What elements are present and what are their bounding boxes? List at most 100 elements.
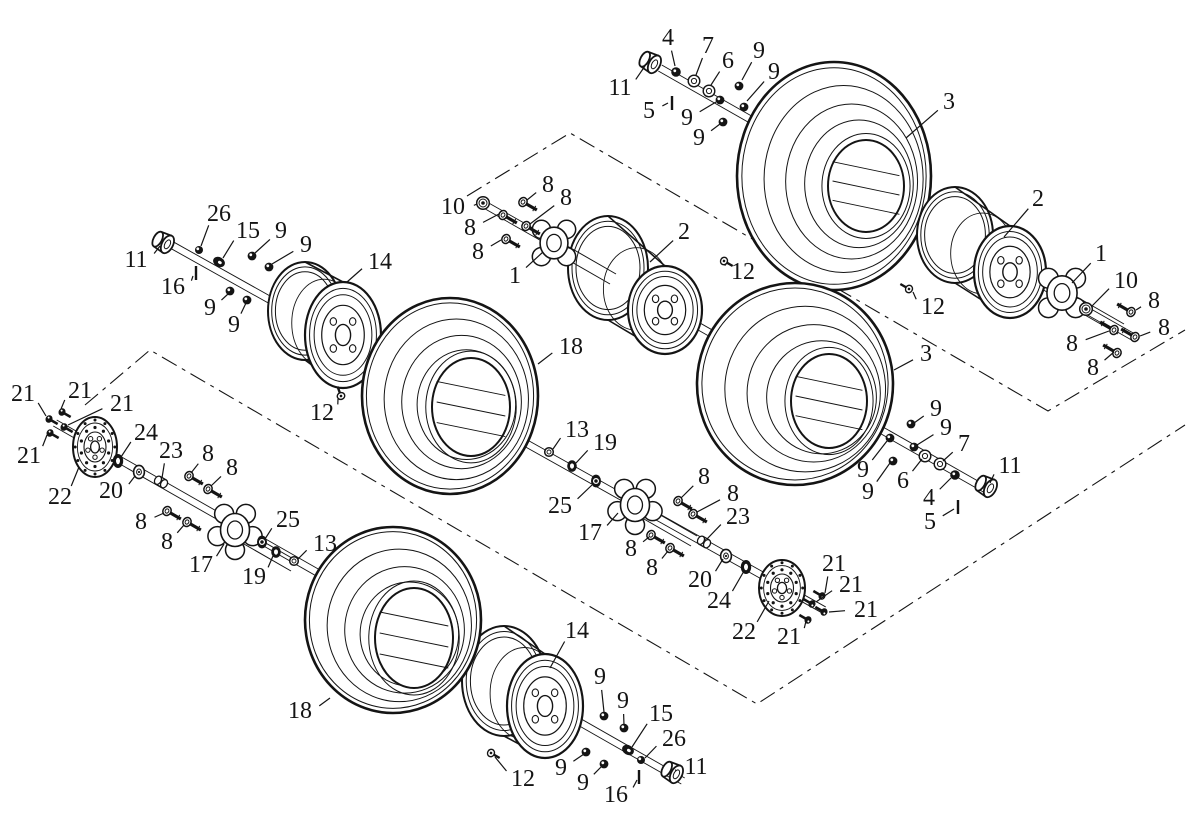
- callout-label-8: 8: [1158, 315, 1170, 341]
- tire: [735, 60, 933, 292]
- leader-line: [537, 352, 553, 365]
- leader-line: [674, 769, 677, 772]
- part-washer: [933, 457, 947, 471]
- callout-label-22: 22: [48, 484, 72, 510]
- leader-line: [490, 239, 502, 247]
- brake-disc: [758, 559, 806, 617]
- leader-line: [731, 570, 745, 592]
- callout-label-19: 19: [593, 430, 617, 456]
- callout-label-9: 9: [617, 688, 629, 714]
- leader-line: [680, 485, 694, 499]
- callout-label-16: 16: [161, 274, 185, 300]
- part-bolt: [521, 220, 541, 236]
- part-spacer23: [696, 535, 712, 549]
- part-bolt21: [814, 605, 828, 616]
- callout-label-9: 9: [300, 232, 312, 258]
- part-nut: [225, 286, 235, 296]
- callout-label-9: 9: [594, 664, 606, 690]
- part-washer20: [132, 464, 146, 480]
- part-washer10: [1078, 301, 1094, 317]
- callout-label-9: 9: [930, 396, 942, 422]
- leader-line: [552, 437, 562, 450]
- part-nut26: [637, 756, 645, 764]
- leader-line: [67, 408, 103, 426]
- leader-line: [222, 240, 235, 259]
- leader-line: [1139, 331, 1151, 337]
- leader-line: [649, 240, 674, 263]
- leader-line: [912, 458, 923, 472]
- part-washer10: [475, 195, 491, 211]
- part-washer19: [271, 546, 281, 558]
- leader-line: [913, 415, 925, 424]
- part-bolt12: [486, 748, 501, 760]
- leader-line: [714, 558, 724, 572]
- part-bearing: [257, 535, 267, 549]
- part-cap: [638, 50, 662, 75]
- leader-line: [525, 251, 544, 268]
- callout-label-21: 21: [839, 572, 863, 598]
- leader-line: [271, 250, 294, 265]
- callout-label-8: 8: [161, 529, 173, 555]
- callout-label-4: 4: [923, 485, 935, 511]
- leader-line: [200, 225, 210, 247]
- callout-leader-lines: [37, 50, 1151, 788]
- callout-label-20: 20: [99, 478, 123, 504]
- part-bolt21: [46, 429, 60, 440]
- callout-label-8: 8: [1066, 331, 1078, 357]
- leader-line: [549, 641, 566, 669]
- wheel-rim: [267, 261, 383, 390]
- leader-line: [161, 463, 165, 479]
- leader-line: [989, 474, 995, 484]
- leader-line: [803, 620, 807, 629]
- part-bolt12: [719, 256, 734, 268]
- leader-line: [42, 434, 48, 447]
- callout-label-12: 12: [921, 294, 945, 320]
- callout-label-24: 24: [134, 420, 158, 446]
- callout-label-21: 21: [777, 624, 801, 650]
- part-bolt: [203, 483, 223, 499]
- callout-label-17: 17: [578, 520, 602, 546]
- part-nut: [734, 81, 744, 91]
- leader-line: [221, 293, 229, 301]
- callout-label-23: 23: [159, 438, 183, 464]
- hub: [607, 478, 698, 547]
- leader-line: [240, 302, 247, 314]
- leader-line: [176, 524, 185, 534]
- leader-line: [905, 109, 939, 139]
- callout-label-8: 8: [560, 185, 572, 211]
- leader-line: [696, 499, 721, 513]
- callout-label-9: 9: [857, 457, 869, 483]
- leader-line: [942, 451, 954, 462]
- callout-label-16: 16: [604, 782, 628, 808]
- part-nut26: [195, 246, 203, 254]
- leader-line: [871, 440, 888, 461]
- leader-line: [710, 71, 721, 86]
- part-nut: [715, 95, 725, 105]
- callout-label-2: 2: [1032, 186, 1044, 212]
- callout-label-8: 8: [625, 536, 637, 562]
- leader-line: [153, 245, 161, 254]
- leader-line: [1071, 262, 1092, 284]
- callout-label-5: 5: [643, 98, 655, 124]
- callout-label-17: 17: [189, 552, 213, 578]
- leader-line: [190, 275, 194, 281]
- leader-line: [724, 262, 728, 267]
- callout-label-22: 22: [732, 619, 756, 645]
- callout-label-15: 15: [236, 218, 260, 244]
- leader-line: [575, 449, 589, 464]
- part-nut: [888, 456, 898, 466]
- leader-line: [1091, 288, 1110, 307]
- callout-label-21: 21: [68, 378, 92, 404]
- callout-label-14: 14: [565, 618, 589, 644]
- drawn-parts: [45, 50, 1140, 785]
- part-cone: [213, 256, 225, 268]
- leader-line: [824, 576, 829, 594]
- part-cap: [660, 760, 684, 785]
- callout-label-11: 11: [124, 247, 147, 273]
- callout-label-21: 21: [11, 381, 35, 407]
- leader-line: [346, 268, 363, 283]
- leader-line: [642, 536, 650, 543]
- leader-line: [746, 81, 765, 102]
- callout-label-5: 5: [924, 509, 936, 535]
- callout-label-21: 21: [854, 597, 878, 623]
